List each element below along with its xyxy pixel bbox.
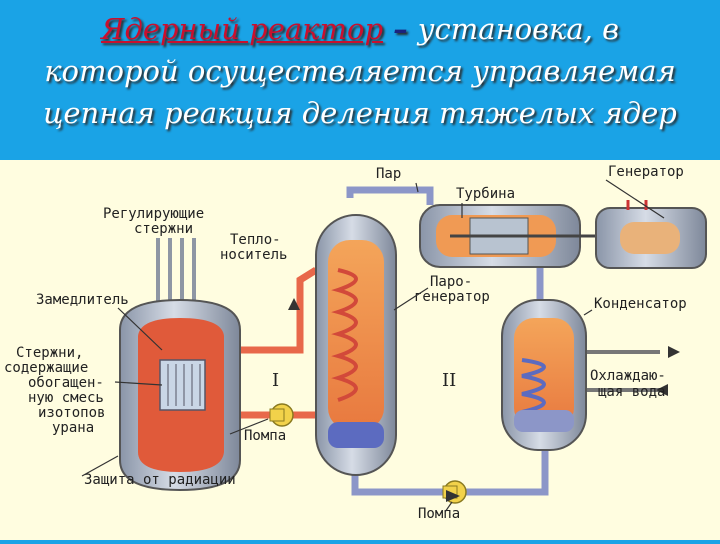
arrow-in-icon bbox=[668, 346, 680, 358]
label-loop-1: I bbox=[272, 370, 279, 391]
label-turbine: Турбина bbox=[456, 186, 515, 202]
label-fuel-4: ную смесь bbox=[28, 390, 104, 406]
label-cooling-water-1: Охлаждаю- bbox=[590, 368, 666, 384]
title-line-3: цепная реакция деления тяжелых ядер bbox=[43, 96, 677, 130]
title-line-1-rest: установка, в bbox=[417, 12, 619, 46]
label-coolant-1: Тепло- bbox=[230, 232, 281, 248]
label-fuel-2: содержащие bbox=[4, 360, 88, 376]
label-moderator: Замедлитель bbox=[36, 292, 129, 308]
label-cooling-water-2: щая вода bbox=[598, 384, 665, 400]
turbine bbox=[419, 204, 595, 268]
label-loop-2: II bbox=[442, 370, 456, 391]
title-line-2: которой осуществляется управляемая bbox=[44, 54, 676, 88]
label-steam: Пар bbox=[376, 166, 401, 182]
generator bbox=[595, 200, 707, 269]
title-term: Ядерный реактор bbox=[101, 12, 384, 46]
label-coolant-2: носитель bbox=[220, 247, 287, 263]
slide-title: Ядерный реактор – установка, в которой о… bbox=[0, 8, 720, 134]
label-steam-generator-1: Паро- bbox=[430, 274, 472, 290]
fuel-assembly bbox=[159, 359, 206, 411]
label-pump-2: Помпа bbox=[418, 506, 460, 522]
label-fuel-1: Стержни, bbox=[16, 345, 83, 361]
label-generator: Генератор bbox=[608, 164, 684, 180]
label-condenser: Конденсатор bbox=[594, 296, 687, 312]
title-line-1: Ядерный реактор – установка, в bbox=[0, 8, 720, 50]
label-shield: Защита от радиации bbox=[84, 472, 236, 488]
label-control-rods-1: Регулирующие bbox=[103, 206, 204, 222]
steam-pipe bbox=[346, 186, 434, 205]
label-fuel-3: обогащен- bbox=[28, 375, 104, 391]
title-dash: – bbox=[383, 12, 418, 46]
label-steam-generator-2: генератор bbox=[414, 289, 490, 305]
diagram-panel: Регулирующие стержни Тепло- носитель Зам… bbox=[0, 160, 720, 540]
label-fuel-6: урана bbox=[52, 420, 94, 436]
primary-pump bbox=[269, 403, 294, 427]
condenser bbox=[501, 299, 587, 451]
reactor-vessel bbox=[119, 298, 241, 492]
arrow-out-icon bbox=[656, 384, 668, 396]
label-pump-1: Помпа bbox=[244, 428, 286, 444]
label-fuel-5: изотопов bbox=[38, 405, 105, 421]
primary-hot-pipe bbox=[232, 267, 318, 354]
flow-arrow-icon-2 bbox=[446, 490, 460, 502]
npp-diagram: Регулирующие стержни Тепло- носитель Зам… bbox=[4, 164, 707, 522]
steam-generator bbox=[315, 214, 397, 476]
label-control-rods-2: стержни bbox=[134, 221, 193, 237]
leader-lines bbox=[81, 179, 665, 513]
flow-arrow-icon bbox=[288, 298, 300, 310]
